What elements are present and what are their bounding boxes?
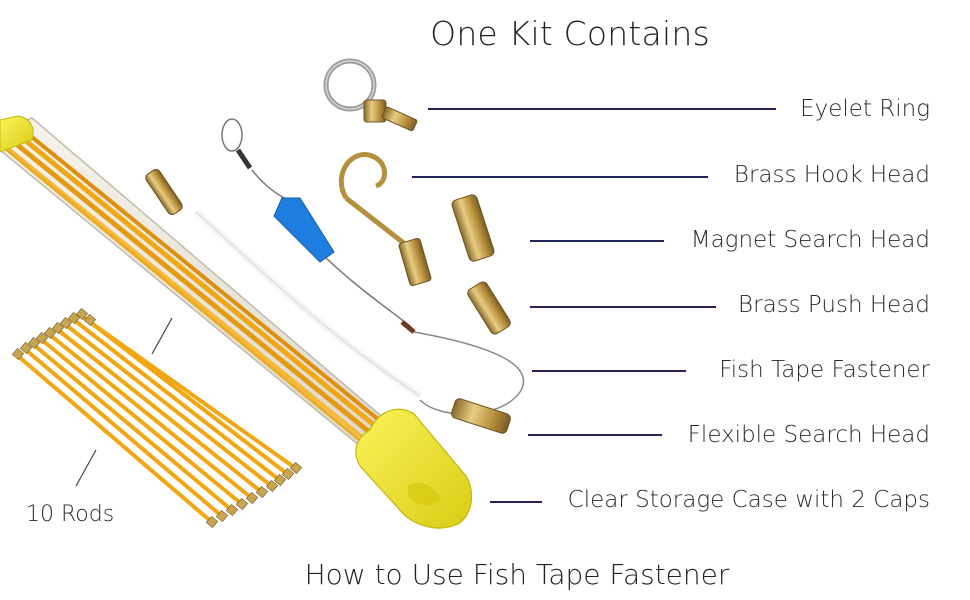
brass-push-head-image — [467, 281, 511, 335]
ten-rods-image — [11, 307, 303, 529]
flexible-search-head-image — [451, 398, 511, 434]
rods-label: 10 Rods — [26, 502, 115, 527]
brass-hook-head-image — [338, 152, 432, 286]
flexible-search-head-top-image — [145, 169, 422, 399]
flexible-search-head-leader-line — [528, 434, 662, 436]
magnet-search-head-label: Magnet Search Head — [690, 227, 930, 253]
brass-push-head-leader-line — [530, 306, 716, 308]
fish-tape-fastener-image — [221, 118, 524, 415]
brass-push-head-label: Brass Push Head — [738, 292, 930, 318]
eyelet-ring-label: Eyelet Ring — [800, 96, 930, 122]
storage-case-image — [0, 115, 473, 529]
brass-hook-head-label: Brass Hook Head — [733, 162, 930, 188]
eyelet-ring-leader-line — [428, 108, 776, 110]
storage-case-leader-line — [490, 501, 542, 503]
rods-pointer-stroke — [75, 449, 97, 487]
page-title: One Kit Contains — [430, 14, 710, 53]
magnet-search-head-image — [451, 194, 495, 262]
storage-case-label: Clear Storage Case with 2 Caps — [567, 487, 930, 513]
brass-hook-head-leader-line — [412, 176, 708, 178]
eyelet-ring-image — [323, 58, 418, 132]
case-pointer-stroke — [151, 317, 173, 355]
usage-section-title: How to Use Fish Tape Fastener — [304, 558, 730, 591]
magnet-search-head-leader-line — [530, 240, 664, 242]
fish-tape-fastener-leader-line — [532, 370, 686, 372]
fish-tape-fastener-label: Fish Tape Fastener — [719, 357, 930, 383]
flexible-search-head-label: Flexible Search Head — [687, 422, 930, 448]
